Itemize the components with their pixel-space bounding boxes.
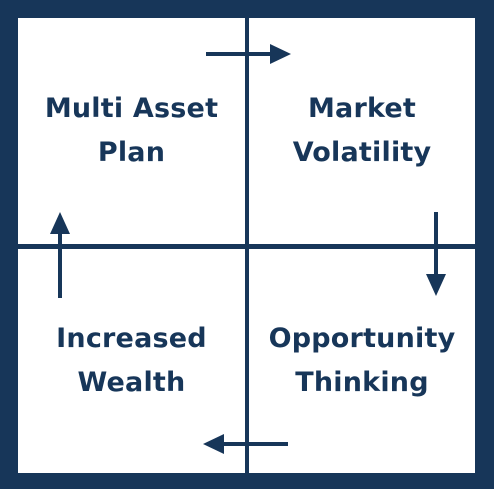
label-line-2: Plan (97, 137, 166, 168)
label-line-2: Volatility (292, 137, 432, 168)
quadrant-market-volatility: Market Volatility (249, 18, 475, 244)
quadrant-increased-wealth: Increased Wealth (18, 249, 245, 473)
quadrant-multi-asset-plan: Multi Asset Plan (18, 18, 245, 244)
quadrant-opportunity-thinking: Opportunity Thinking (249, 249, 475, 473)
label-line-1: Market (307, 93, 417, 124)
quadrant-label: Increased Wealth (56, 317, 207, 405)
label-line-2: Wealth (77, 367, 186, 398)
quadrant-label: Market Volatility (293, 87, 432, 175)
label-line-2: Thinking (295, 367, 429, 398)
label-line-1: Opportunity (268, 323, 456, 354)
quadrant-label: Multi Asset Plan (45, 87, 218, 175)
label-line-1: Increased (56, 323, 207, 354)
quadrant-label: Opportunity Thinking (269, 317, 456, 405)
label-line-1: Multi Asset (44, 93, 219, 124)
